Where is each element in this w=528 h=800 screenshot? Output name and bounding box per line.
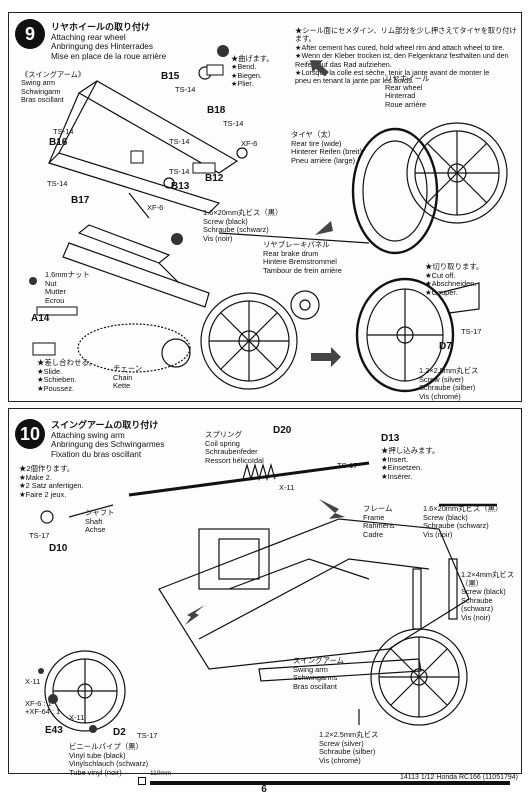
part-xf6-a: XF-6 (241, 139, 258, 148)
part-x11-a: X-11 (279, 483, 295, 492)
paint-xf64: +XF-64 : 1 (25, 707, 61, 716)
part-d10: D10 (49, 543, 68, 554)
part-ts17-b: TS-17 (29, 531, 50, 540)
step-number: 10 (15, 419, 45, 449)
ruler-marker-icon (138, 772, 146, 785)
step-9-illustration (29, 45, 508, 393)
screw-4-note: 1.2×4mm丸ビス（黒） Screw (black) Schraube (sc… (461, 570, 515, 622)
part-ts14-c: TS-14 (53, 127, 74, 136)
instruction-note: ★シール面にセメダイン、リム部分を少し押さえてタイヤを取り付けます。 ★Afte… (295, 26, 517, 86)
frame-label: フレーム Frame Rahmens Cadre (363, 504, 395, 539)
ruler-line (150, 781, 510, 785)
shaft-label: シャフト Shaft Achse (85, 508, 115, 535)
footer-code: 14113 1/12 Honda RC166 (11051794) (399, 774, 518, 781)
page-number: 6 (261, 784, 267, 795)
make2-note: ★2個作ります。 ★Make 2. ★2 Satz anfertigen. ★F… (19, 464, 84, 499)
vinyl-label: ビニールパイプ（黒） Vinyl tube (black) Vinylschla… (69, 742, 149, 777)
bend-note: ★曲げます。 ★Bend. ★Biegen. ★Plier. (231, 54, 274, 89)
part-d13: D13 (381, 433, 400, 444)
step-10-illustration (38, 461, 497, 733)
part-ts17: TS-17 (461, 327, 482, 336)
ruler-text: 110mm (150, 770, 172, 777)
step-10-panel: 10 スイングアームの取り付け Attaching swing arm Anbr… (8, 408, 522, 777)
part-d7: D7 (439, 341, 452, 352)
rear-wheel-label: リヤホイール Rear wheel Hinterrad Roue arrière (385, 74, 430, 109)
part-xf6-b: XF-6 (147, 203, 164, 212)
step-9-panel: 9 リヤホイールの取り付け Attaching rear wheel Anbri… (8, 12, 522, 402)
part-d20: D20 (273, 425, 292, 436)
nut-label: 1.6mmナット Nut Mutter Ecrou (45, 270, 90, 305)
part-ts14-f: TS-14 (169, 167, 190, 176)
part-b15: B15 (161, 71, 180, 82)
screw-black-note: 1.6×20mm丸ビス（黒） Screw (black) Schraube (s… (423, 504, 503, 539)
part-b17: B17 (71, 195, 90, 206)
part-b18: B18 (207, 105, 226, 116)
slide-note: ★差し合わせる。 ★Slide. ★Schieben. ★Poussez. (37, 358, 97, 393)
step-number: 9 (15, 19, 45, 49)
part-ts14-a: TS-14 (175, 85, 196, 94)
step-title: リヤホイールの取り付け Attaching rear wheel Anbring… (51, 22, 167, 61)
part-x11-b: X-11 (25, 677, 41, 686)
screw-silver-note: 1.2×2.5mm丸ビス Screw (silver) Schraube (si… (419, 366, 479, 401)
cutoff-note: ★切り取ります。 ★Cut off. ★Abschneiden. ★Couper… (425, 262, 484, 297)
screw-silver-note: 1.2×2.5mm丸ビス Screw (silver) Schraube (si… (319, 730, 379, 765)
swingarm-title: 《スイングアーム》 Swing arm Schwingarm Bras osci… (21, 70, 86, 105)
brake-drum-label: リヤブレーキパネル Rear brake drum Hintere Bremst… (263, 240, 342, 275)
part-a14: A14 (31, 313, 50, 324)
part-ts14-b: TS-14 (223, 119, 244, 128)
part-ts14-d: TS-14 (169, 137, 190, 146)
part-ts14-e: TS-14 (47, 179, 68, 188)
paint-xf6: XF-6 : 1 (25, 699, 52, 708)
step-title: スイングアームの取り付け Attaching swing arm Anbring… (51, 420, 165, 459)
tire-label: タイヤ（太） Rear tire (wide) Hinterer Reifen … (291, 130, 363, 165)
spring-label: スプリング Coil spring Schraubenfeder Ressort… (205, 430, 264, 465)
part-b13: B13 (171, 181, 190, 192)
part-ts17-c: TS-17 (137, 731, 158, 740)
part-x11-c: X-11 (69, 713, 85, 722)
screw-note: 1.6×20mm丸ビス（黒） Screw (black) Schraube (s… (203, 208, 283, 243)
chain-label: チェーン Chain Kette (113, 364, 143, 391)
part-d2: D2 (113, 727, 126, 738)
insert-note: ★押し込みます。 ★Insert. ★Einsetzen. ★Insérer. (381, 446, 440, 481)
part-e43: E43 (45, 725, 63, 736)
part-b12: B12 (205, 173, 224, 184)
part-b16: B16 (49, 137, 68, 148)
